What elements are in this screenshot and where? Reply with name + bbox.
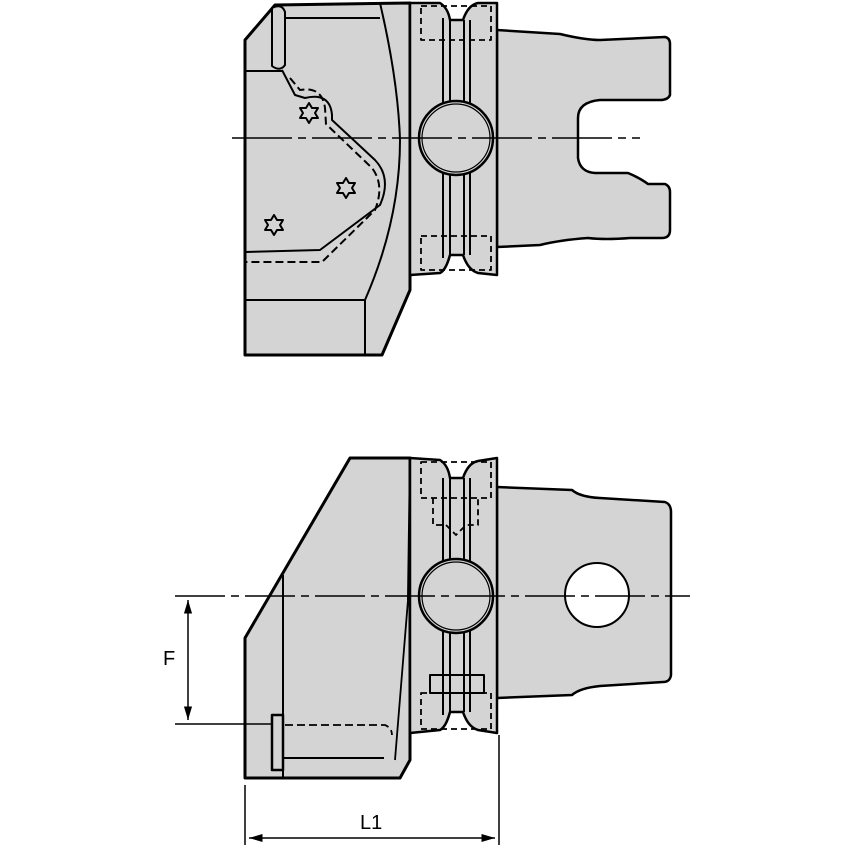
dimension-label-l1: L1 <box>360 812 383 834</box>
side-view <box>175 456 690 780</box>
top-screw <box>271 5 286 70</box>
forked-shank <box>495 28 672 249</box>
shank-cross-hole <box>564 562 630 628</box>
torx-screw-icon <box>264 102 356 236</box>
dimension-l1 <box>244 735 500 845</box>
top-view <box>232 1 672 357</box>
clamp-screw <box>270 713 285 772</box>
dimension-f <box>175 600 272 725</box>
clamp-body <box>243 1 412 357</box>
clamp-body <box>243 456 412 780</box>
dimension-label-f: F <box>163 648 176 670</box>
